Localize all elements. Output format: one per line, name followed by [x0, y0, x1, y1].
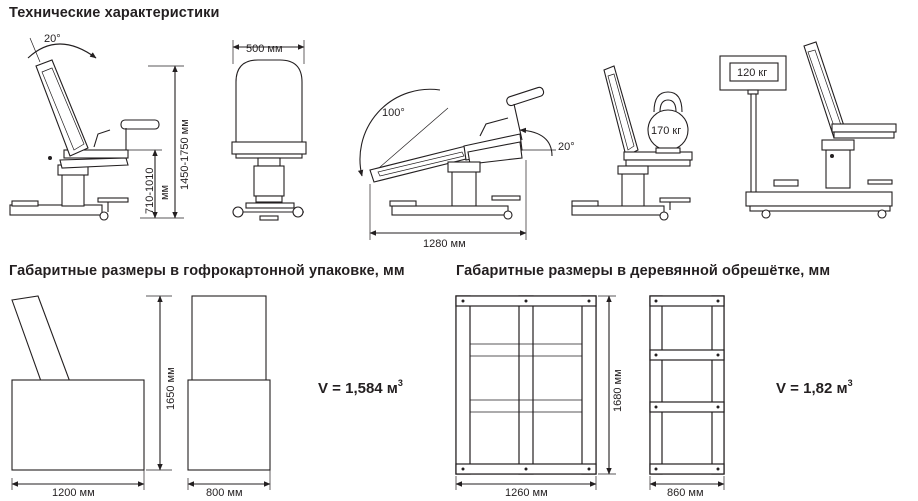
cardboard-heading: Габаритные размеры в гофрокартонной упак…	[9, 263, 405, 279]
kettlebell-weight-label: 170 кг	[651, 125, 681, 137]
wooden-crate: 1680 мм 1260 мм 860 мм V = 1,82 м3	[455, 295, 853, 499]
chair-reclined-view: 100° 20° 1280 мм	[357, 86, 575, 250]
wooden-volume: V = 1,82 м3	[776, 378, 853, 397]
back-angle-label: 100°	[382, 107, 405, 119]
wooden-width-label: 860 мм	[667, 487, 704, 499]
wooden-heading: Габаритные размеры в деревянной обрешётк…	[456, 263, 831, 279]
wooden-height-label: 1680 мм	[612, 369, 624, 412]
wooden-length-label: 1260 мм	[505, 487, 548, 499]
height-range-label: 1450-1750 мм	[179, 119, 191, 190]
length-label: 1280 мм	[423, 238, 466, 250]
cardboard-height-label: 1650 мм	[165, 367, 177, 410]
seat-range-label: 710-1010	[144, 168, 156, 215]
chair-scale-view: 120 кг	[719, 41, 897, 219]
front-width-label: 500 мм	[246, 43, 283, 55]
cardboard-width-label: 800 мм	[206, 487, 243, 499]
side-angle-label: 20°	[44, 33, 61, 45]
cardboard-package: 1200 мм 1650 мм 800 мм V = 1,584 м3	[11, 295, 403, 499]
cardboard-volume: V = 1,584 м3	[318, 378, 403, 397]
chair-side-view: 20° 1450-1750 мм 710-1010 мм	[9, 33, 191, 221]
chair-front-view: 500 мм	[231, 40, 307, 221]
leg-angle-label: 20°	[558, 141, 575, 153]
chair-load-view: 170 кг	[571, 65, 693, 221]
specs-heading: Технические характеристики	[9, 5, 220, 21]
scale-display-value: 120 кг	[737, 67, 767, 79]
seat-range-unit: мм	[159, 185, 171, 200]
cardboard-length-label: 1200 мм	[52, 487, 95, 499]
